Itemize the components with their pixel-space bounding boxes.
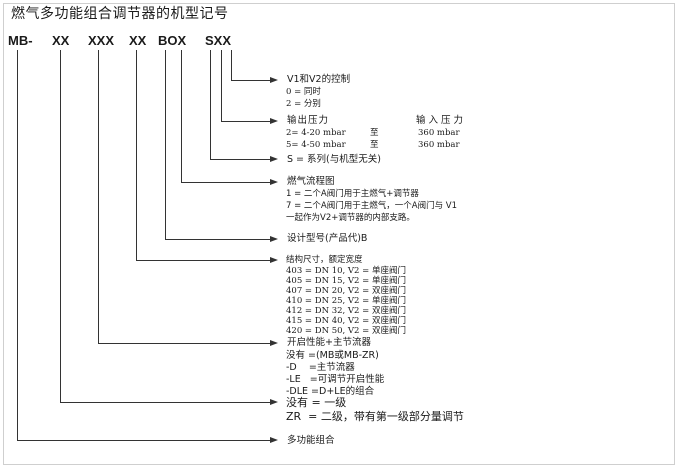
- design-text: 设计型号(产品代)B: [287, 233, 368, 244]
- stage-line-1: ZR = 二级，带有第一级部分量调节: [286, 410, 464, 423]
- connector-flow-vertical: [181, 50, 182, 182]
- connector-size-vertical: [136, 50, 137, 260]
- connector-size-horizontal: [136, 260, 271, 261]
- pressure-input-heading: 输 入 压 力: [416, 115, 464, 126]
- pressure-row-1-a: 5= 4-50 mbar: [286, 140, 346, 150]
- size-line-1: 405 = DN 15, V2 = 单座阀门: [286, 276, 406, 286]
- series-text: S = 系列(与机型无关): [287, 154, 381, 165]
- sxx-line-0: 0 = 同时: [286, 87, 321, 97]
- arrow-pressure: [270, 118, 278, 124]
- code-part-xx-1: XX: [52, 33, 70, 48]
- arrow-design: [270, 236, 278, 242]
- connector-flow-horizontal: [181, 182, 271, 183]
- arrow-opening: [270, 340, 278, 346]
- connector-opening-horizontal: [98, 343, 271, 344]
- connector-stage-horizontal: [60, 402, 271, 403]
- code-part-sxx: SXX: [205, 33, 232, 48]
- pressure-row-1-b: 360 mbar: [418, 140, 460, 150]
- connector-sxx-vertical: [231, 50, 232, 80]
- size-line-3: 410 = DN 25, V2 = 单座阀门: [286, 296, 406, 306]
- diagram-frame: [3, 3, 675, 465]
- size-line-4: 412 = DN 32, V2 = 双座阀门: [286, 306, 406, 316]
- sxx-line-1: 2 = 分别: [286, 99, 321, 109]
- connector-series-vertical: [210, 50, 211, 159]
- pressure-row-1-to: 至: [370, 140, 379, 150]
- arrow-stage: [270, 399, 278, 405]
- size-line-0: 403 = DN 10, V2 = 单座阀门: [286, 266, 406, 276]
- connector-opening-vertical: [98, 50, 99, 343]
- connector-sxx-horizontal: [231, 80, 271, 81]
- flow-line-0: 1 = 二个A阀门用于主燃气+调节器: [286, 189, 419, 199]
- connector-design-vertical: [165, 50, 166, 239]
- connector-pressure-horizontal: [221, 121, 271, 122]
- multi-text: 多功能组合: [287, 435, 335, 446]
- size-heading: 结构尺寸，额定宽度: [286, 255, 363, 265]
- stage-line-0: 没有 = 一级: [286, 396, 347, 409]
- code-part-xx-2: XX: [129, 33, 147, 48]
- flow-heading: 燃气流程图: [287, 176, 335, 187]
- flow-line-2: 一起作为V2+调节器的内部支路。: [286, 213, 415, 223]
- connector-multi-vertical: [17, 50, 18, 440]
- code-part-xxx: XXX: [88, 33, 115, 48]
- sxx-heading: V1和V2的控制: [287, 74, 351, 85]
- arrow-multi: [270, 437, 278, 443]
- connector-multi-horizontal: [17, 440, 271, 441]
- size-line-5: 415 = DN 40, V2 = 双座阀门: [286, 316, 406, 326]
- size-line-6: 420 = DN 50, V2 = 双座阀门: [286, 326, 406, 336]
- pressure-row-0-b: 360 mbar: [418, 128, 460, 138]
- connector-stage-vertical: [60, 50, 61, 402]
- opening-heading: 开启性能+主节流器: [287, 337, 371, 348]
- arrow-sxx: [270, 77, 278, 83]
- diagram-title: 燃气多功能组合调节器的机型记号: [11, 6, 229, 22]
- arrow-series: [270, 156, 278, 162]
- arrow-flow: [270, 179, 278, 185]
- pressure-row-0-a: 2= 4-20 mbar: [286, 128, 346, 138]
- flow-line-1: 7 = 二个A阀门用于主燃气，一个A阀门与 V1: [286, 201, 457, 211]
- pressure-row-0-to: 至: [370, 128, 379, 138]
- connector-pressure-vertical: [221, 50, 222, 121]
- arrow-size: [270, 257, 278, 263]
- code-part-box: BOX: [158, 33, 187, 48]
- opening-line-2: -LE =可调节开启性能: [286, 374, 385, 385]
- opening-line-0: 没有 =(MB或MB-ZR): [286, 350, 379, 361]
- size-line-2: 407 = DN 20, V2 = 双座阀门: [286, 286, 406, 296]
- opening-line-3: -DLE =D+LE的组合: [286, 386, 375, 397]
- connector-design-horizontal: [165, 239, 271, 240]
- code-part-mb: MB-: [8, 33, 33, 48]
- pressure-heading: 输出压力: [287, 115, 330, 126]
- connector-series-horizontal: [210, 159, 271, 160]
- opening-line-1: -D =主节流器: [286, 362, 355, 373]
